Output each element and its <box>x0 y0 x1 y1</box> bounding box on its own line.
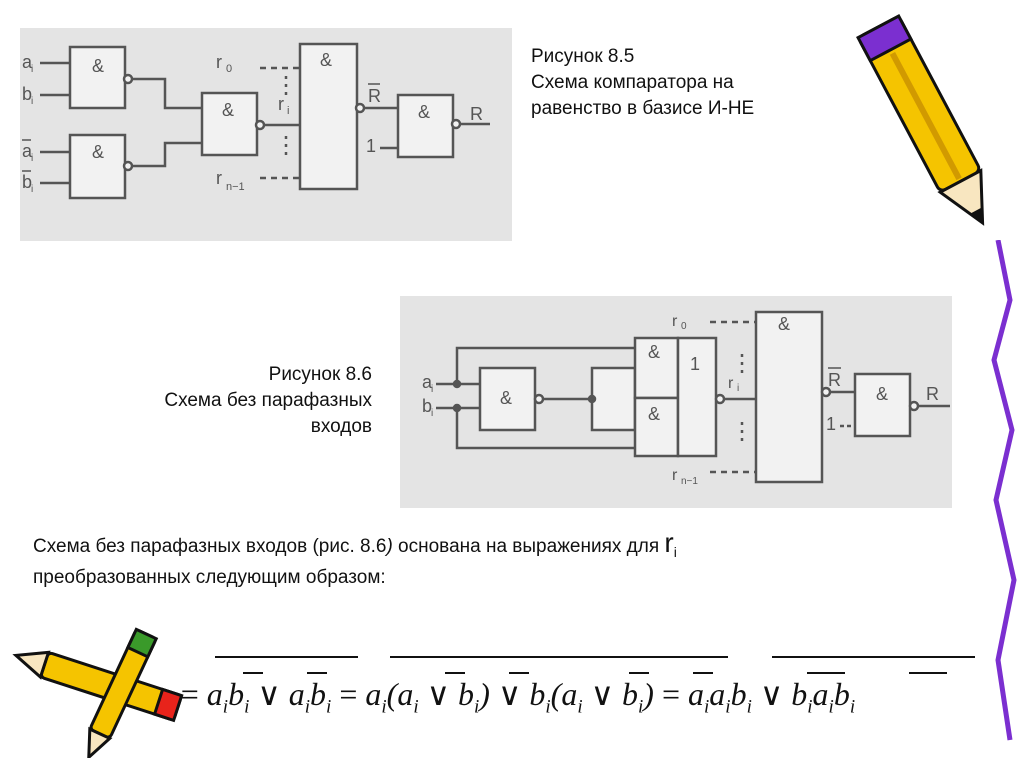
input-b-label: b <box>22 84 32 104</box>
input-a-bar-label: a <box>22 141 33 161</box>
figure-8-6-panel: & & & 1 & & a b r 0 r i r n−1 R 1 R i i <box>400 296 952 508</box>
svg-text:r: r <box>672 313 678 330</box>
svg-text:i: i <box>31 96 33 107</box>
r-output-label: R <box>470 104 483 124</box>
figure-8-5-title-line2: равенство в базисе И-НЕ <box>531 98 755 119</box>
svg-text:i: i <box>31 64 33 75</box>
ri-formula: ri = aibi ∨ aibi = ai(ai ∨ bi) ∨ bi(ai ∨… <box>155 645 975 725</box>
gate-and-label: & <box>500 388 512 408</box>
gate-and-label: & <box>92 56 104 76</box>
r0-subscript: 0 <box>226 63 232 75</box>
explanation-line1: Схема без парафазных входов (рис. 8.6) о… <box>33 527 677 560</box>
pencil-icon <box>856 14 985 226</box>
ri-subscript: i <box>287 105 289 117</box>
explanation-paragraph: Схема без парафазных входов (рис. 8.6) о… <box>33 527 953 591</box>
i-subscript: i <box>673 543 677 560</box>
rbar-label: R <box>368 86 381 106</box>
input-a-label: a <box>22 52 33 72</box>
figure-8-5-caption: Рисунок 8.5 Схема компаратора на равенст… <box>531 44 851 122</box>
rn1-label: r <box>216 168 222 188</box>
svg-text:r: r <box>728 375 734 392</box>
ri-label: r <box>278 94 284 114</box>
figure-8-6-diagram: & & & 1 & & a b r 0 r i r n−1 R 1 R i i <box>422 310 950 487</box>
r-symbol: r <box>664 527 674 558</box>
figure-8-5-diagram: & & & & & a b a b r 0 r i r n−1 R 1 R i i… <box>22 42 490 200</box>
gate-and-label: & <box>222 100 234 120</box>
svg-text:r: r <box>672 467 678 484</box>
figure-8-5-number: Рисунок 8.5 <box>531 46 635 67</box>
svg-text:i: i <box>431 408 433 419</box>
figure-8-6-title-line1: Схема без парафазных <box>164 390 372 411</box>
svg-text:i: i <box>431 384 433 395</box>
gate-and-label: & <box>648 404 660 424</box>
one-label: 1 <box>366 136 376 156</box>
formula-overlines <box>215 656 975 674</box>
r0-label: r <box>216 52 222 72</box>
svg-text:i: i <box>737 383 739 394</box>
input-a-label: a <box>422 372 433 392</box>
explanation-line2: преобразованных следующим образом: <box>33 566 386 588</box>
gate-and-label: & <box>320 50 332 70</box>
figure-8-6-title-line2: входов <box>310 416 372 437</box>
gate-and-label: & <box>876 384 888 404</box>
svg-text:n−1: n−1 <box>681 476 698 487</box>
gate-and-label: & <box>92 142 104 162</box>
figure-8-5-panel: & & & & & a b a b r 0 r i r n−1 R 1 R i i… <box>20 28 512 241</box>
pencils-icon <box>12 627 184 758</box>
one-label: 1 <box>826 414 836 434</box>
input-b-label: b <box>422 396 432 416</box>
figure-8-6-caption: Рисунок 8.6 Схема без парафазных входов <box>72 362 372 440</box>
decorative-zigzag-line <box>991 240 1017 741</box>
gate-and-label: & <box>778 314 790 334</box>
rbar-label: R <box>828 370 841 390</box>
gate-and-label: & <box>418 102 430 122</box>
figure-8-6-number: Рисунок 8.6 <box>268 364 372 385</box>
svg-text:0: 0 <box>681 321 687 332</box>
svg-text:i: i <box>31 184 33 195</box>
svg-text:i: i <box>31 153 33 164</box>
rn1-subscript: n−1 <box>226 181 245 193</box>
figure-8-5-title-line1: Схема компаратора на <box>531 72 734 93</box>
gate-or-label: 1 <box>690 354 700 374</box>
r-output-label: R <box>926 384 939 404</box>
input-b-bar-label: b <box>22 172 32 192</box>
gate-and-label: & <box>648 342 660 362</box>
